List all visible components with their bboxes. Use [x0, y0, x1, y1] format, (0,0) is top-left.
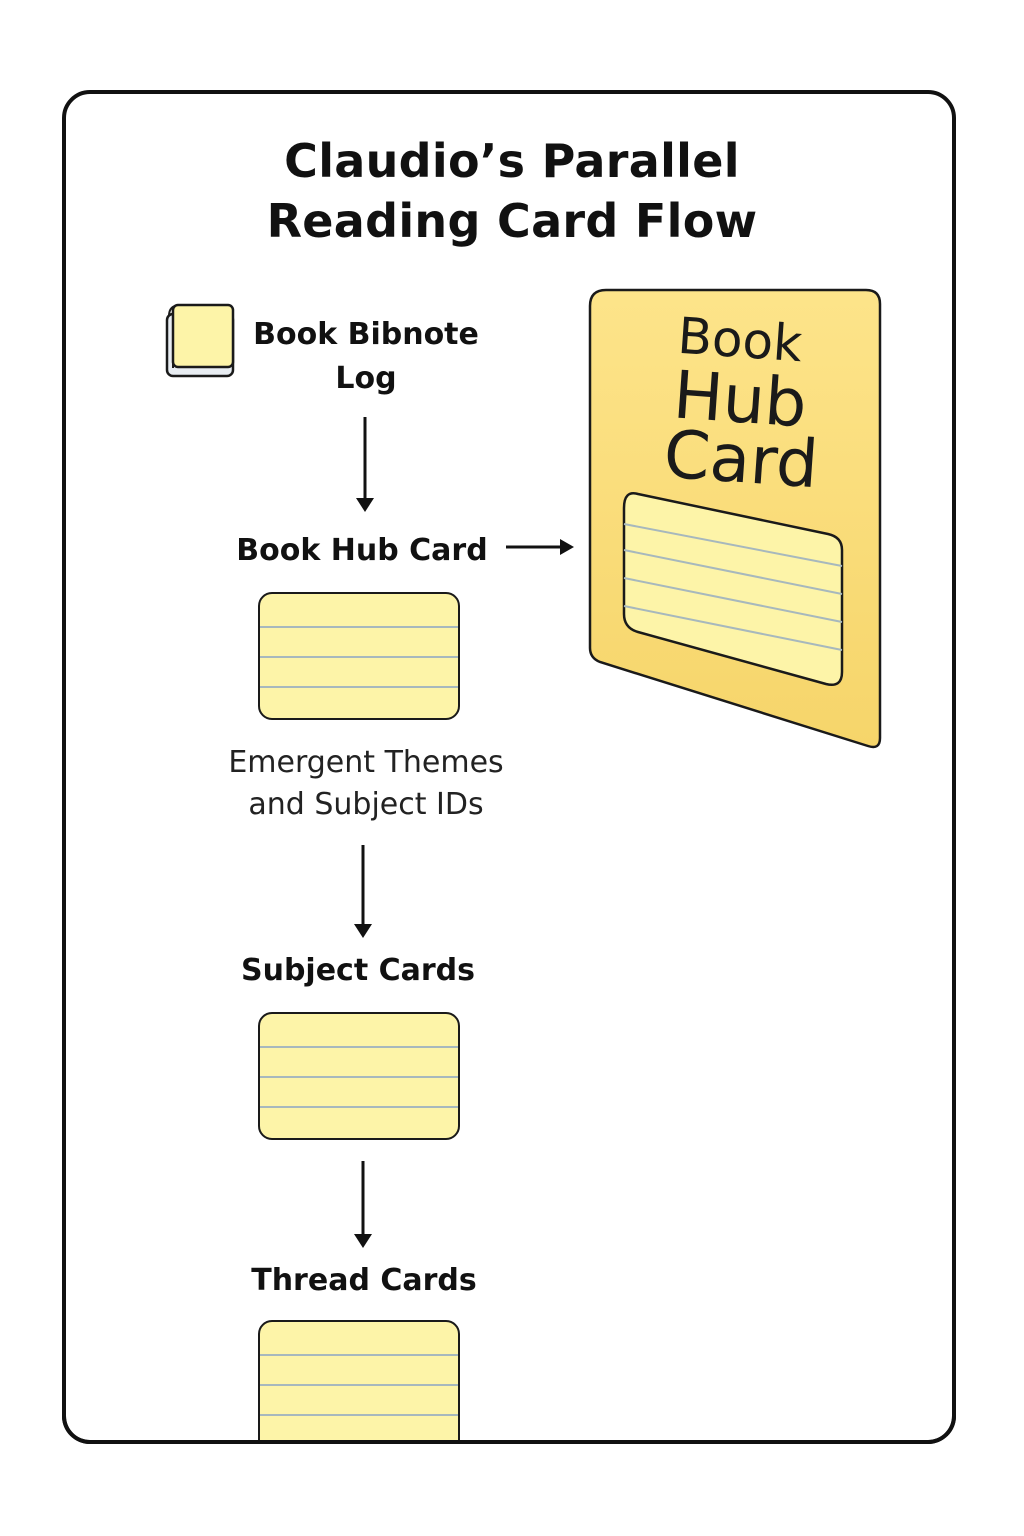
flow-arrow-down-1	[356, 417, 374, 512]
book-icon	[165, 303, 235, 378]
subject-cards-label: Subject Cards	[240, 953, 476, 988]
emergent-themes-line-2: and Subject IDs	[248, 787, 484, 822]
hub-illustration-word-card: Card	[661, 415, 821, 504]
bibnote-log-label-line-2: Log	[335, 361, 397, 396]
card-rule	[260, 656, 458, 658]
diagram-title-line-2: Reading Card Flow	[266, 194, 758, 248]
hub-card-label: Book Hub Card	[236, 533, 488, 568]
card-rule	[260, 1106, 458, 1108]
hub-index-card	[258, 592, 460, 720]
diagram-title-line-1: Claudio’s Parallel	[284, 134, 740, 188]
card-rule	[260, 1354, 458, 1356]
card-rule	[260, 1046, 458, 1048]
flow-arrow-right	[506, 539, 574, 555]
flow-arrow-down-2	[354, 845, 372, 938]
frame-bottom-mask	[62, 1444, 956, 1536]
hub-card-illustration	[588, 288, 882, 749]
subject-index-card	[258, 1012, 460, 1140]
thread-index-card	[258, 1320, 460, 1460]
card-rule	[260, 1076, 458, 1078]
flow-arrow-down-3	[354, 1161, 372, 1248]
bibnote-log-label-line-1: Book Bibnote	[253, 317, 479, 352]
thread-cards-label: Thread Cards	[251, 1263, 477, 1298]
card-rule	[260, 1414, 458, 1416]
card-rule	[260, 686, 458, 688]
emergent-themes-line-1: Emergent Themes	[228, 745, 504, 780]
card-rule	[260, 1384, 458, 1386]
card-rule	[260, 626, 458, 628]
